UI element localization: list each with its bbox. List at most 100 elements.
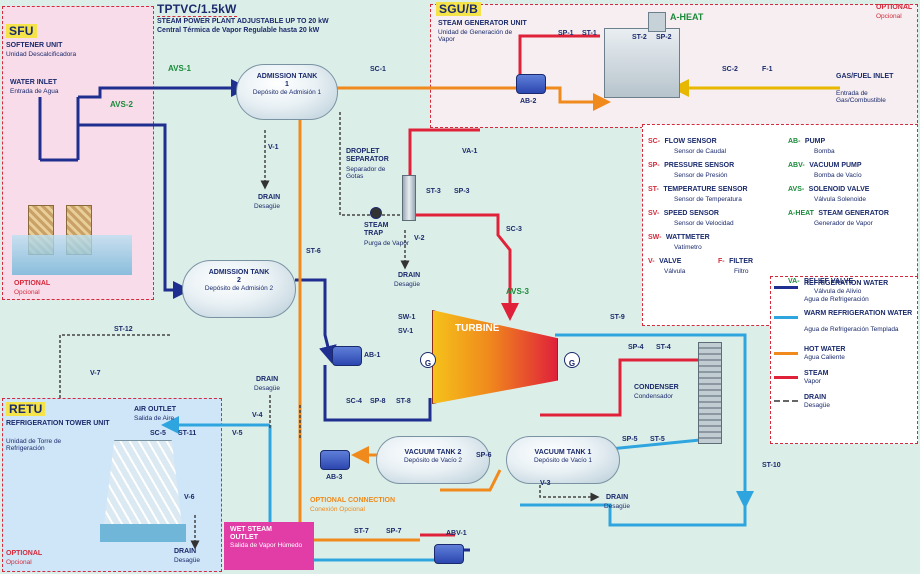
legend-key: AB-	[788, 138, 801, 145]
tag-sc5: SC-5	[150, 430, 166, 437]
legend-en: PRESSURE SENSOR	[664, 162, 735, 169]
tag-st2: ST-2	[632, 34, 647, 41]
legend-key: SV-	[648, 210, 660, 217]
gas-inlet-label-es: Entrada de Gas/Combustible	[836, 90, 886, 104]
sfu-optional: OPTIONAL	[14, 280, 51, 287]
tag-st10: ST-10	[762, 462, 781, 469]
legend-es: Sensor de Velocidad	[674, 220, 734, 227]
line-legend-en: WARM REFRIGERATION WATER	[804, 310, 913, 317]
legend-key: A-HEAT	[788, 210, 814, 217]
legend-en: WATTMETER	[665, 234, 710, 241]
drain-label-1: DRAIN	[258, 194, 281, 201]
retu-optional-es: Opcional	[6, 559, 32, 566]
sgu-optional: OPTIONAL	[876, 4, 913, 11]
line-legend-en: DRAIN	[804, 394, 827, 401]
tag-sp3: SP-3	[454, 188, 470, 195]
wet-steam-label: WET STEAM OUTLET	[230, 526, 272, 541]
steam-trap-icon	[370, 207, 382, 219]
tag-abv1: ABV-1	[446, 530, 467, 537]
tag-sw1: SW-1	[398, 314, 416, 321]
title-line-2: Central Térmica de Vapor Regulable hasta…	[157, 27, 320, 34]
drain-label-2: DRAIN	[398, 272, 421, 279]
admission-tank-2-label-es: Depósito de Admisión 2	[204, 285, 274, 292]
tag-va1: VA-1	[462, 148, 478, 155]
line-legend-swatch	[774, 316, 798, 319]
legend-key: VA-	[788, 278, 800, 285]
steam-generator-chimney	[648, 12, 666, 32]
legend-key: AVS-	[788, 186, 805, 193]
tag-sc3: SC-3	[506, 226, 522, 233]
legend-key: V-	[648, 258, 655, 265]
tag-st4: ST-4	[656, 344, 671, 351]
tag-st12: ST-12	[114, 326, 133, 333]
steam-trap-label-es: Purga de Vapor	[364, 240, 410, 247]
admission-tank-1: ADMISSION TANK 1 Depósito de Admisión 1	[236, 64, 338, 120]
tag-sp1: SP-1	[558, 30, 574, 37]
pump-ab2	[516, 74, 546, 94]
legend-es: Bomba	[814, 148, 835, 155]
sgu-name-es: Unidad de Generación de Vapor	[438, 29, 513, 43]
admission-tank-2-label: ADMISSION TANK 2	[208, 269, 270, 284]
legend-item: SP- PRESSURE SENSOR Sensor de Presión	[648, 154, 778, 179]
legend-en: FLOW SENSOR	[664, 138, 717, 145]
air-outlet-label-es: Salida de Aire	[134, 415, 175, 422]
legend-es: Vatímetro	[674, 244, 702, 251]
tag-st7: ST-7	[354, 528, 369, 535]
line-legend-es: Desagüe	[804, 402, 831, 409]
legend-key: SP-	[648, 162, 660, 169]
legend-key: F-	[718, 258, 725, 265]
legend-es: Filtro	[734, 268, 749, 275]
legend-en: RELIEF VALVE	[804, 278, 854, 285]
legend-es: Sensor de Presión	[674, 172, 728, 179]
admission-tank-1-label: ADMISSION TANK 1	[256, 73, 318, 88]
legend-en: PUMP	[804, 138, 826, 145]
legend-en: FILTER	[729, 258, 754, 265]
tag-st5: ST-5	[650, 436, 665, 443]
legend-key: ABV-	[788, 162, 805, 169]
steam-generator	[604, 28, 680, 98]
tag-v3: V-3	[540, 480, 551, 487]
water-inlet-label-es: Entrada de Agua	[10, 88, 59, 95]
title-line-1: STEAM POWER PLANT ADJUSTABLE UP TO 20 kW	[157, 18, 329, 25]
line-legend-swatch	[774, 352, 798, 355]
legend-es: Válvula Solenoide	[814, 196, 867, 203]
drain-label-1-es: Desagüe	[254, 203, 281, 210]
legend-en: SOLENOID VALVE	[808, 186, 870, 193]
tag-avs3: AVS-3	[506, 287, 529, 296]
vacuum-tank-1: VACUUM TANK 1 Depósito de Vacío 1	[506, 436, 620, 484]
line-legend-es: Agua de Refrigeración Templada	[804, 326, 899, 333]
line-legend: REFRIGERATION WATER Agua de Refrigeració…	[774, 280, 914, 440]
line-legend-es: Agua Caliente	[804, 354, 845, 361]
generator-left-label: G	[424, 359, 432, 368]
legend-es: Válvula de Alivio	[814, 288, 862, 295]
line-legend-en: HOT WATER	[804, 346, 846, 353]
sgu-tag: SGU/B	[436, 2, 482, 16]
tag-sp5: SP-5	[622, 436, 638, 443]
steam-trap-label: STEAM TRAP	[364, 222, 389, 237]
softener-water-tank	[12, 235, 132, 275]
tag-sp7: SP-7	[386, 528, 402, 535]
retu-tag: RETU	[6, 402, 46, 416]
retu-name-es: Unidad de Torre de Refrigeración	[6, 438, 62, 452]
legend-item: AVS- SOLENOID VALVE Válvula Solenoide	[788, 178, 912, 203]
line-legend-swatch	[774, 376, 798, 379]
legend-es: Generador de Vapor	[814, 220, 873, 227]
aheat-tag: A-HEAT	[670, 12, 704, 22]
tag-v6: V-6	[184, 494, 195, 501]
legend-en: VACUUM PUMP	[809, 162, 862, 169]
vacuum-tank-1-label: VACUUM TANK 1	[534, 449, 592, 456]
legend-en: VALVE	[659, 258, 682, 265]
generator-right-label: G	[568, 359, 576, 368]
vacuum-tank-2-label: VACUUM TANK 2	[404, 449, 462, 456]
tower-water-basin	[100, 524, 186, 542]
admission-tank-1-label-es: Depósito de Admisión 1	[252, 89, 322, 96]
sfu-name-es: Unidad Descalcificadora	[6, 51, 77, 58]
tag-avs1: AVS-1	[168, 64, 191, 73]
legend-item: F- FILTER Filtro	[718, 250, 778, 275]
tag-ab1: AB-1	[364, 352, 381, 359]
condenser-label: CONDENSER	[634, 384, 679, 391]
admission-tank-2: ADMISSION TANK 2 Depósito de Admisión 2	[182, 260, 296, 318]
droplet-separator-label-es: Separador de Gotas	[346, 166, 386, 180]
